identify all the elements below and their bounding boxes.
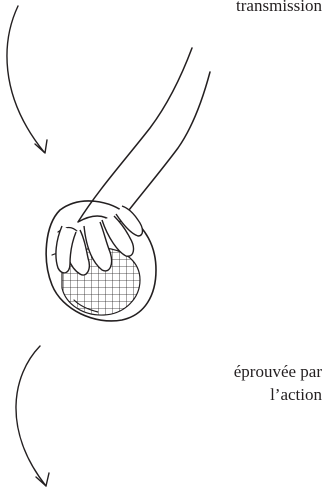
curved-arrow-bottom-icon <box>16 346 49 486</box>
curved-arrow-top-icon <box>7 6 47 153</box>
caption-bottom-line-2: l’action <box>270 383 322 407</box>
caption-bottom-line-1: éprouvée par <box>234 360 322 384</box>
caption-top-fragment: transmission <box>236 0 322 18</box>
